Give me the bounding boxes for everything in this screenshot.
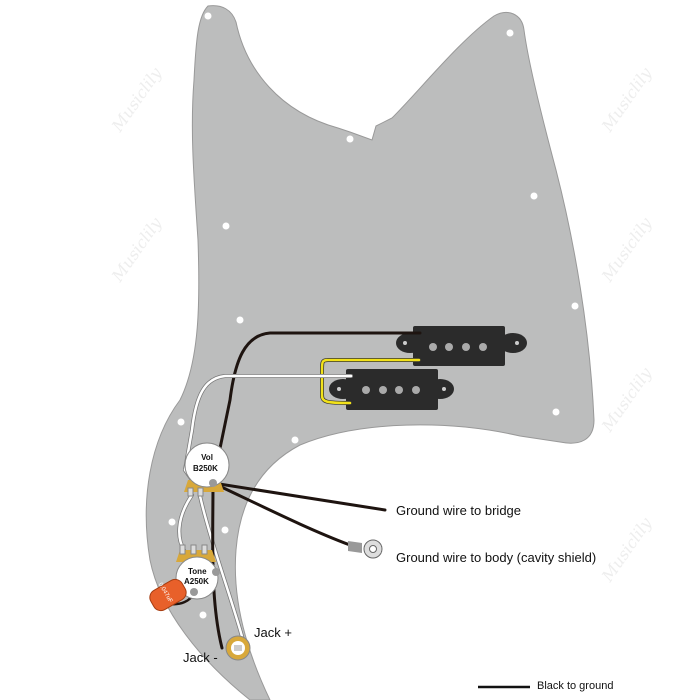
ground-bridge-label: Ground wire to bridge (396, 503, 522, 518)
pickup-lower (329, 369, 454, 410)
pickup-upper (396, 326, 527, 366)
tone-value: A250K (184, 577, 209, 586)
ring-terminal (348, 539, 383, 559)
ground-body-label: Ground wire to body (cavity shield) (396, 550, 597, 565)
jack-plus-label: Jack + (254, 625, 292, 640)
pickguard (145, 5, 595, 700)
tone-label: Tone (188, 567, 207, 576)
screw-holes (168, 12, 579, 664)
vol-label: Vol (201, 453, 213, 462)
legend-black-label: Black to ground (537, 680, 614, 692)
jack-minus-label: Jack - (183, 650, 218, 665)
output-jack (225, 635, 251, 661)
capacitor (149, 578, 187, 612)
vol-value: B250K (193, 464, 218, 473)
volume-pot (184, 442, 230, 497)
tone-pot (175, 544, 220, 600)
